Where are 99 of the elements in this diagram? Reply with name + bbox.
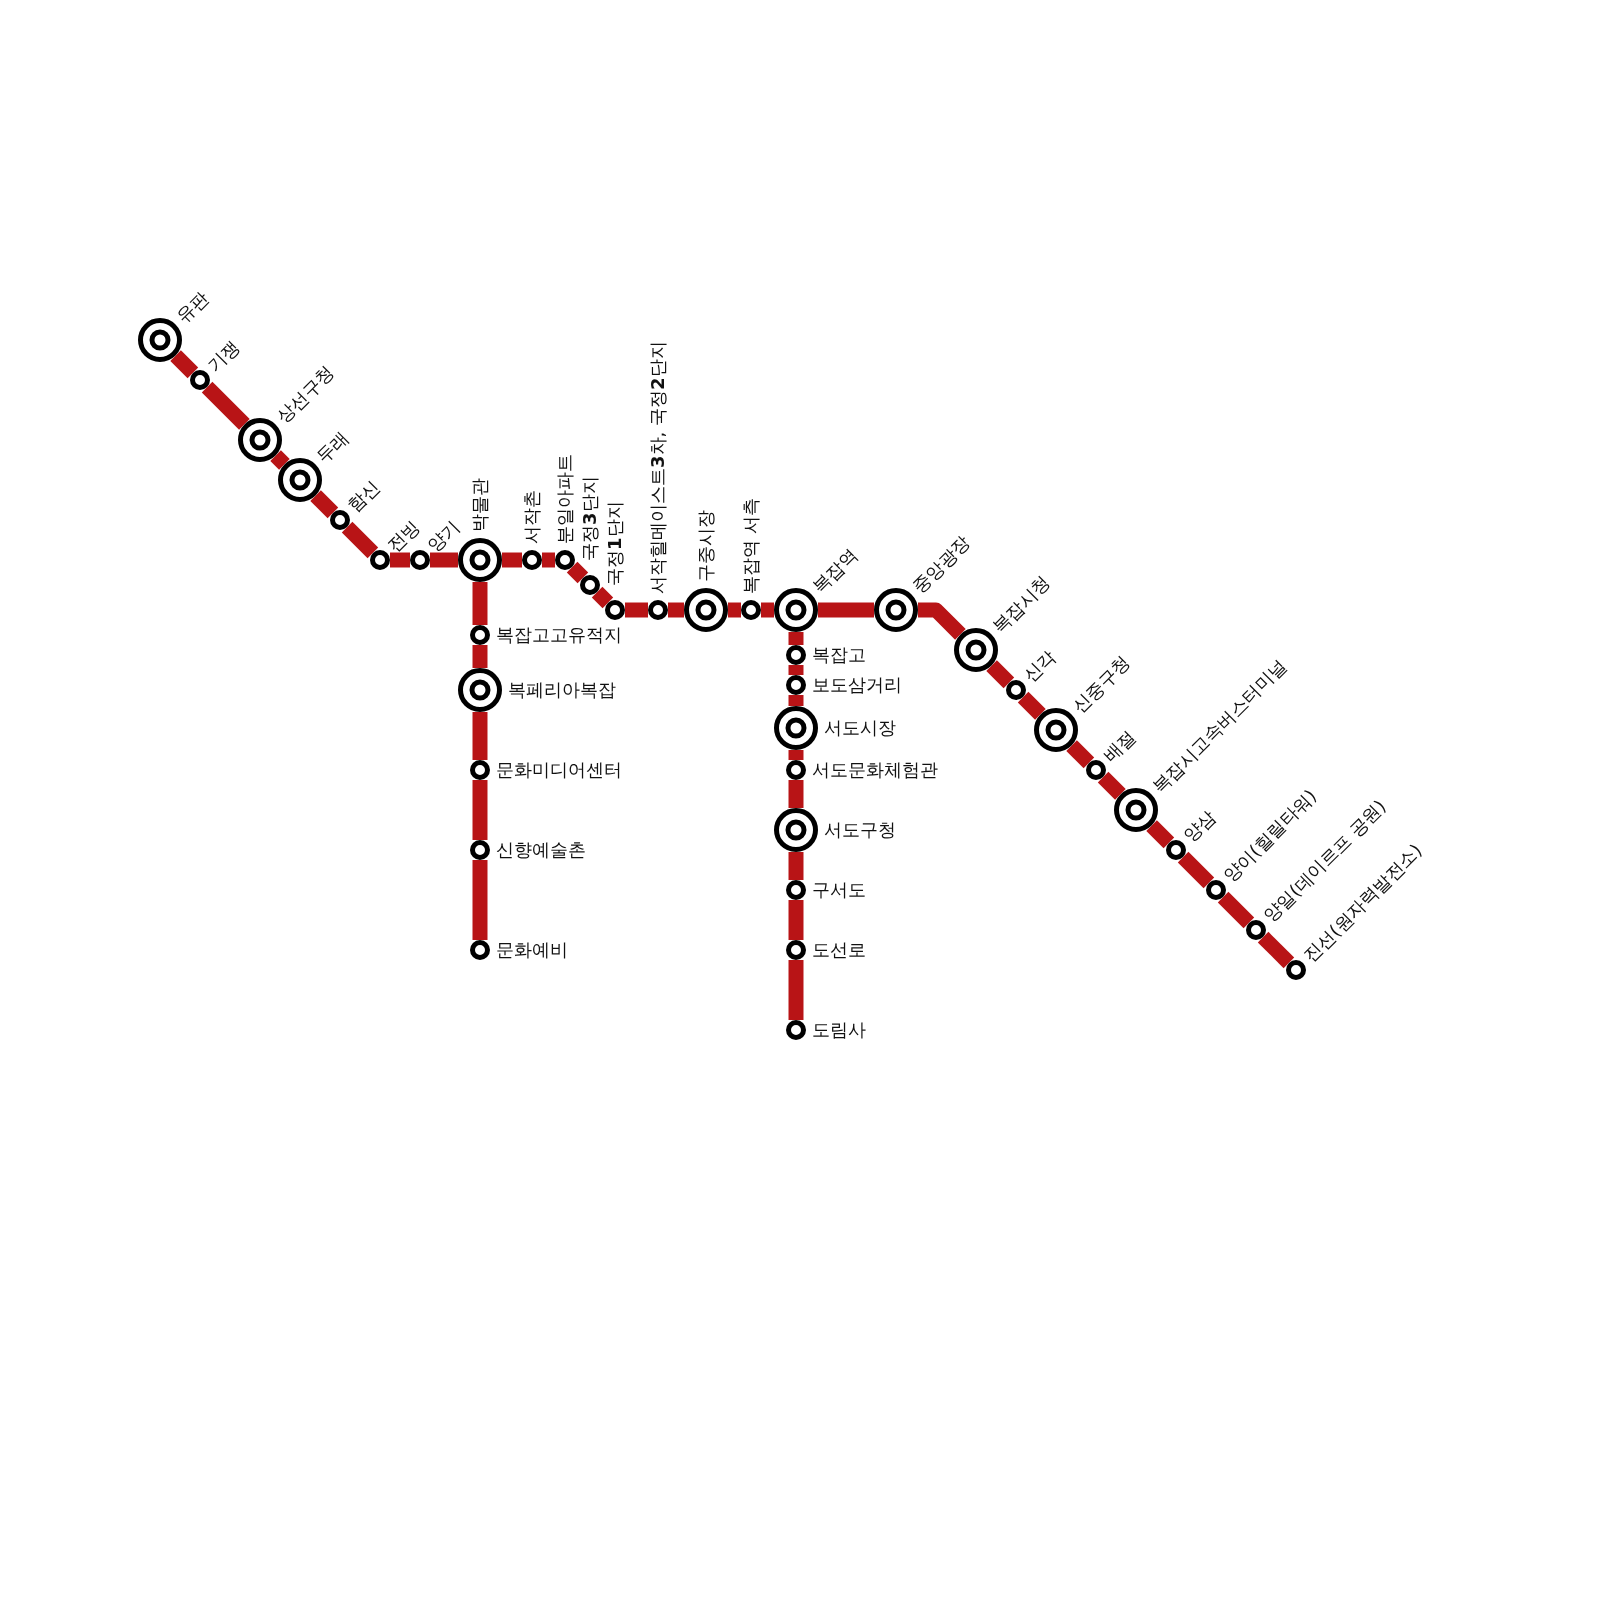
rail-line: [591, 586, 614, 609]
rail-line: [728, 602, 741, 618]
rail-line: [341, 521, 379, 559]
rail-line: [310, 490, 339, 519]
station-name: 양기: [424, 516, 464, 556]
rail-line: [788, 632, 804, 645]
rail-line: [788, 960, 804, 1020]
station-name: 박물관: [471, 478, 489, 532]
rail-line: [788, 695, 804, 706]
station-name: 전빙: [384, 516, 424, 556]
rail-line: [472, 780, 488, 840]
station-ring-icon: [1166, 840, 1186, 860]
rail-line: [1177, 851, 1215, 889]
rail-line: [170, 350, 199, 379]
station-name: 함신: [344, 476, 384, 516]
rail-line: [761, 602, 774, 618]
station-name: 양삼: [1180, 806, 1220, 846]
station-name: 두래: [313, 428, 352, 467]
rail-line: [1217, 891, 1255, 929]
station-name: 보도삼거리: [812, 676, 902, 694]
station-name: 서도문화체험관: [812, 761, 938, 779]
station-ring-icon: [1006, 680, 1026, 700]
station-ring-icon: [786, 760, 806, 780]
station-ring-icon: [522, 550, 542, 570]
station-ring-icon: [648, 600, 668, 620]
station-ring-icon: [1246, 920, 1266, 940]
rail-line: [788, 900, 804, 940]
station-ring-icon: [1086, 760, 1106, 780]
station-ring-icon: [786, 880, 806, 900]
station-ring-icon: [1286, 960, 1306, 980]
station-ring-icon: [786, 645, 806, 665]
rail-line: [788, 852, 804, 880]
rail-line: [472, 712, 488, 760]
interchange-ring-icon: [684, 588, 728, 632]
rail-line: [1146, 820, 1175, 849]
rail-line: [430, 552, 458, 568]
station-name: 분일아파트: [556, 454, 574, 544]
rail-line: [625, 602, 648, 618]
rail-line: [1017, 691, 1046, 720]
station-ring-icon: [370, 550, 390, 570]
station-name: 문화미디어센터: [496, 761, 622, 779]
rail-line: [270, 450, 290, 470]
rail-line: [201, 381, 250, 430]
station-name: 도림사: [812, 1021, 866, 1039]
interchange-ring-icon: [458, 538, 502, 582]
station-name: 기쟁: [204, 336, 244, 376]
station-name: 문화예비: [496, 941, 568, 959]
station-name: 서작촌: [523, 490, 541, 544]
station-ring-icon: [190, 370, 210, 390]
station-ring-icon: [786, 675, 806, 695]
rail-line: [472, 645, 488, 668]
rail-line: [668, 602, 684, 618]
station-name: 구서도: [812, 881, 866, 899]
rail-line: [1257, 931, 1295, 969]
station-name: 복잡고고유적지: [496, 626, 622, 644]
station-name: 복페리아복잡: [508, 681, 616, 699]
station-ring-icon: [470, 940, 490, 960]
station-ring-icon: [786, 1020, 806, 1040]
rail-line: [788, 750, 804, 760]
station-ring-icon: [470, 760, 490, 780]
station-name: 도선로: [812, 941, 866, 959]
station-name: 신각: [1020, 646, 1060, 686]
station-ring-icon: [741, 600, 761, 620]
station-name: 국정1단지: [606, 501, 624, 586]
station-name: 복잡고: [812, 646, 866, 664]
station-ring-icon: [470, 625, 490, 645]
rail-line: [390, 552, 410, 568]
station-name: 서작힐메이스트3차, 국정2단지: [649, 341, 667, 594]
rail-line: [1066, 740, 1095, 769]
rail-line: [1097, 771, 1126, 800]
station-ring-icon: [580, 575, 600, 595]
station-ring-icon: [605, 600, 625, 620]
rail-line: [986, 660, 1015, 689]
station-name: 서도시장: [824, 719, 896, 737]
station-name: 구중시장: [697, 510, 715, 582]
rail-line: [566, 561, 589, 584]
rail-line: [502, 552, 522, 568]
station-name: 복잡역 서측: [742, 498, 760, 594]
station-name: 유판: [173, 288, 212, 327]
rail-line: [472, 582, 488, 625]
interchange-ring-icon: [774, 808, 818, 852]
interchange-ring-icon: [774, 706, 818, 750]
station-name: 국정3단지: [581, 476, 599, 561]
station-name: 서도구청: [824, 821, 896, 839]
station-ring-icon: [786, 940, 806, 960]
station-name: 신향예술촌: [496, 841, 586, 859]
rail-line: [918, 602, 966, 640]
station-ring-icon: [1206, 880, 1226, 900]
rail-line: [788, 780, 804, 808]
station-ring-icon: [470, 840, 490, 860]
rail-line: [818, 602, 874, 618]
station-name: 배절: [1100, 726, 1140, 766]
interchange-ring-icon: [458, 668, 502, 712]
station-ring-icon: [330, 510, 350, 530]
rail-line: [472, 860, 488, 940]
station-ring-icon: [410, 550, 430, 570]
station-ring-icon: [555, 550, 575, 570]
rail-line: [542, 552, 555, 568]
rail-line: [788, 665, 804, 675]
